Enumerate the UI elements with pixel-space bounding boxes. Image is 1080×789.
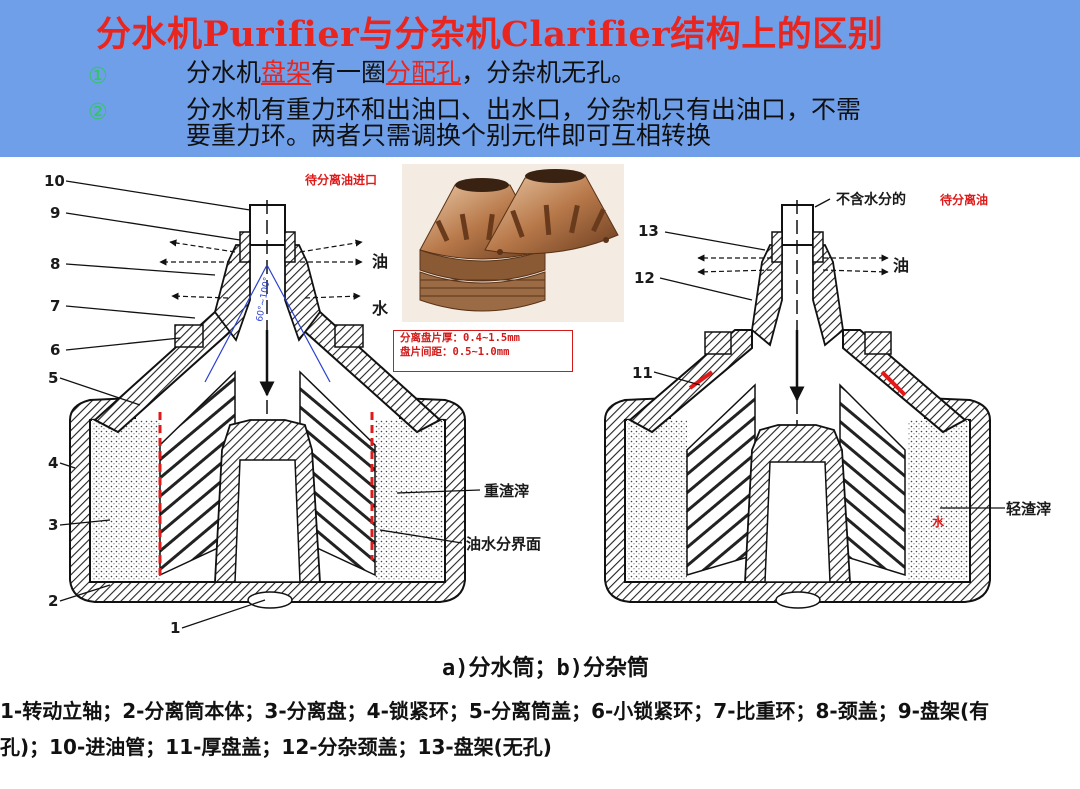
part-number-2: 2 — [48, 592, 58, 610]
point-1-pre: 分水机 — [186, 58, 262, 87]
clarifier-callouts: 13 12 11 不含水分的 待分离油 油 轻渣滓 水 — [632, 191, 1051, 529]
legend-line-1: 1-转动立轴；2-分离筒本体；3-分离盘；4-锁紧环；5-分离筒盖；6-小锁紧环… — [0, 699, 990, 723]
part-number-9: 9 — [50, 204, 60, 222]
part-number-5: 5 — [48, 369, 58, 387]
purifier-leader-lines — [59, 180, 481, 629]
figure-caption: a)分水筒；b)分杂筒 — [442, 656, 649, 681]
clarifier-leader-lines — [653, 198, 1005, 509]
point-1-post: ，分杂机无孔。 — [461, 58, 637, 87]
separator-diagram: 10 9 8 7 6 5 4 3 2 1 待分离油进口 油 水 重渣滓 油水分界… — [44, 164, 1051, 637]
point-1-term-disc-holder: 盘架 — [261, 58, 312, 87]
point-1-text: 分水机盘架有一圈分配孔，分杂机无孔。 — [186, 59, 636, 86]
part-number-8: 8 — [50, 255, 60, 273]
disc-photo — [402, 164, 624, 322]
point-1-mid: 有一圈 — [311, 58, 387, 87]
bullet-marker-1: ① — [88, 64, 108, 89]
part-number-1: 1 — [170, 619, 180, 637]
part-number-11: 11 — [632, 364, 653, 382]
purifier-callouts: 10 9 8 7 6 5 4 3 2 1 待分离油进口 油 水 重渣滓 油水分界… — [44, 172, 541, 637]
purifier-bowl — [69, 200, 466, 609]
inlet-label: 待分离油进口 — [305, 172, 377, 187]
disc-thickness-note: 分离盘片厚：0.4~1.5mm — [400, 332, 520, 344]
light-sludge-label: 轻渣滓 — [1006, 500, 1051, 518]
part-number-7: 7 — [50, 297, 60, 315]
clarifier-inlet-label-red: 待分离油 — [940, 192, 988, 207]
point-2-line-2: 要重力环。两者只需调换个别元件即可互相转换 — [186, 121, 712, 150]
part-number-4: 4 — [48, 454, 58, 472]
oil-outlet-label: 油 — [372, 252, 388, 271]
part-number-12: 12 — [634, 269, 655, 287]
bullet-marker-2: ② — [88, 100, 108, 125]
slide-title: 分水机Purifier与分杂机Clarifier结构上的区别 — [96, 14, 884, 55]
part-number-3: 3 — [48, 516, 58, 534]
clarifier-inlet-label: 不含水分的 — [836, 191, 906, 208]
legend-line-2: 孔)；10-进油管；11-厚盘盖；12-分杂颈盖；13-盘架(无孔) — [0, 735, 552, 759]
part-number-6: 6 — [50, 341, 60, 359]
disc-spec-note: 分离盘片厚：0.4~1.5mm 盘片间距：0.5~1.0mm — [393, 330, 573, 372]
interface-label: 油水分界面 — [466, 535, 541, 553]
clarifier-oil-outlet-label: 油 — [893, 256, 909, 275]
part-number-10: 10 — [44, 172, 65, 190]
point-1-term-distribution-holes: 分配孔 — [386, 58, 462, 87]
part-number-13: 13 — [638, 222, 659, 240]
disc-gap-note: 盘片间距：0.5~1.0mm — [400, 346, 510, 358]
water-outlet-label: 水 — [372, 299, 389, 318]
clarifier-bowl — [604, 200, 991, 609]
parts-legend: 1-转动立轴；2-分离筒本体；3-分离盘；4-锁紧环；5-分离筒盖；6-小锁紧环… — [0, 693, 1080, 765]
clarifier-water-label: 水 — [932, 514, 945, 529]
heavy-sludge-label: 重渣滓 — [484, 482, 529, 500]
point-2-line-1: 分水机有重力环和出油口、出水口，分杂机只有出油口，不需 — [186, 95, 862, 124]
header-band — [0, 0, 1080, 157]
